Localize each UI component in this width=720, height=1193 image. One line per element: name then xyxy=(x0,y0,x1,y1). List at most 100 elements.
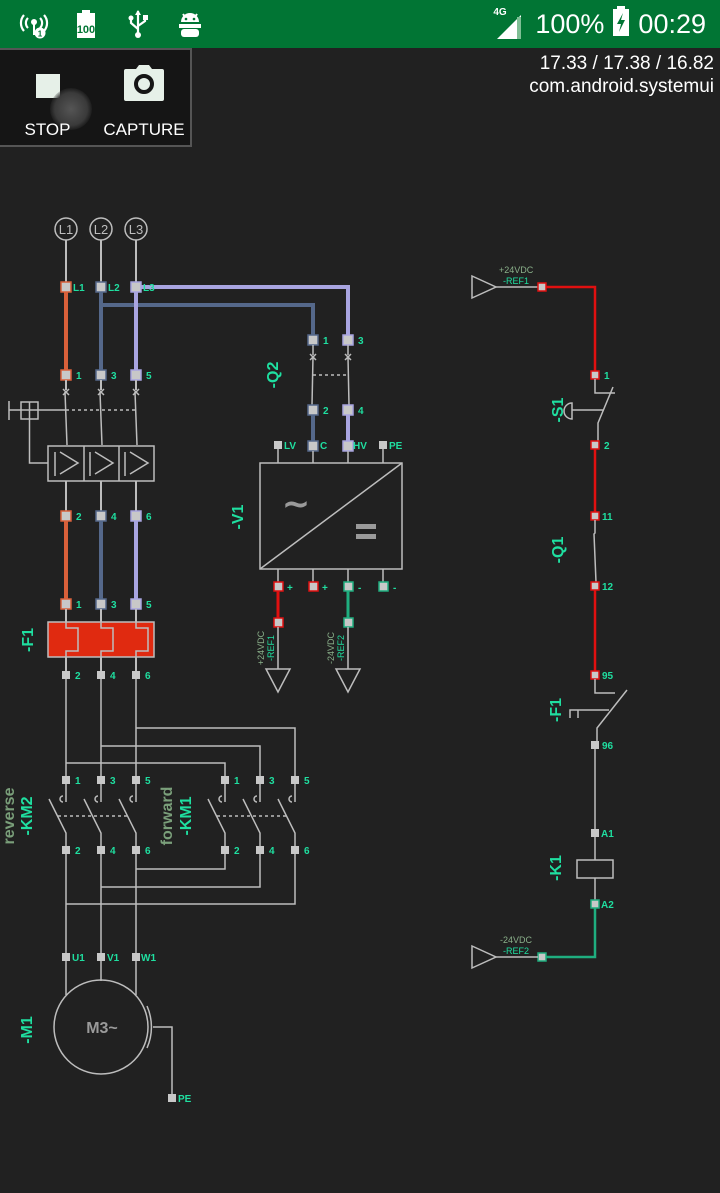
terminal-label: A1 xyxy=(601,829,614,840)
terminal-block xyxy=(307,440,319,452)
terminal-block xyxy=(62,671,70,679)
terminal-label: 1 xyxy=(604,371,610,382)
terminal-block xyxy=(168,1094,176,1102)
terminal-block xyxy=(47,445,155,482)
capture-label: CAPTURE xyxy=(103,120,185,139)
battery-percent: 100% xyxy=(535,8,605,39)
schematic-line xyxy=(62,388,140,396)
terminal-label: 4 xyxy=(111,512,117,523)
wire-l3[interactable] xyxy=(134,285,350,375)
terminal-label: 6 xyxy=(145,671,151,682)
schematic-line xyxy=(569,679,628,742)
k1-designator: -K1 xyxy=(548,855,565,881)
control-circuit[interactable]: +24VDC -REF1 1 2 11 12 95 96 A1 A2 xyxy=(471,265,628,970)
terminal-block xyxy=(62,846,70,854)
terminal-label: 1 xyxy=(76,371,82,382)
stop-button[interactable]: STOP xyxy=(10,50,92,145)
terminal-label: 96 xyxy=(602,741,614,752)
supply-wires xyxy=(65,240,137,287)
schematic-line xyxy=(65,679,137,776)
main-switch-top-terminals: L1 L2 L3 xyxy=(60,281,155,294)
terminal-label: 3 xyxy=(111,600,117,611)
terminal-label: 2 xyxy=(604,441,610,452)
terminal-block xyxy=(132,846,140,854)
terminal-block xyxy=(60,598,72,610)
terminal-block xyxy=(60,510,72,522)
supply-l3[interactable]: L3 xyxy=(124,217,148,241)
schematic-line xyxy=(259,462,403,570)
km1-contactor[interactable]: 1 3 5 2 4 6 xyxy=(207,776,310,857)
schematic-line xyxy=(48,798,137,848)
terminal-block xyxy=(132,953,140,961)
v1-ref2-voltage: -24VDC xyxy=(326,631,336,664)
terminal-block xyxy=(307,404,319,416)
terminal-block xyxy=(342,440,354,452)
terminal-label: V1 xyxy=(107,953,120,964)
main-switch-in-terminals: 1 3 5 xyxy=(60,369,152,382)
terminal-block xyxy=(343,581,354,592)
battery-100-icon: 100 xyxy=(70,8,102,40)
control-f1-designator: -F1 xyxy=(548,698,565,722)
schematic-line xyxy=(593,520,597,583)
km2-contactor[interactable]: 1 3 5 2 4 6 xyxy=(48,776,151,857)
schematic-line xyxy=(546,904,597,959)
terminal-block xyxy=(62,776,70,784)
ac-symbol: ~ xyxy=(282,484,311,524)
terminal-block xyxy=(130,598,142,610)
terminal-label: 3 xyxy=(358,336,364,347)
terminal-label: 2 xyxy=(234,846,240,857)
ref1-voltage: +24VDC xyxy=(499,265,534,275)
supply-l1[interactable]: L1 xyxy=(54,217,78,241)
schematic-line xyxy=(563,402,573,420)
capture-button[interactable]: CAPTURE xyxy=(100,50,188,145)
hotspot-icon: 1 xyxy=(18,8,50,40)
terminal-block xyxy=(130,281,142,293)
terminal-block xyxy=(291,846,299,854)
wire-l2[interactable] xyxy=(99,287,315,375)
supply-l2[interactable]: L2 xyxy=(89,217,113,241)
terminal-block xyxy=(590,511,600,521)
schematic-line xyxy=(572,379,615,445)
terminal-label: 5 xyxy=(146,600,152,611)
v1-power-supply[interactable]: LV C HV PE ~ + + - - xyxy=(259,440,403,694)
schematic-line xyxy=(54,451,150,476)
terminal-block xyxy=(132,671,140,679)
q2-breaker[interactable]: 1 3 2 4 xyxy=(307,334,364,446)
terminal-label: L1 xyxy=(73,283,85,294)
main-circuit-breaker[interactable] xyxy=(8,380,155,516)
terminal-label: 1 xyxy=(76,600,82,611)
svg-text:1: 1 xyxy=(38,30,43,39)
q2-designator: -Q2 xyxy=(265,362,282,389)
schematic-line xyxy=(101,852,261,888)
motor-m1[interactable]: U1 V1 W1 M3~ PE xyxy=(53,953,192,1105)
touch-indicator xyxy=(50,88,92,130)
terminal-block xyxy=(97,776,105,784)
terminal-block xyxy=(97,953,105,961)
contactor-crosswiring[interactable] xyxy=(65,679,296,958)
main-switch-out-terminals: 2 4 6 xyxy=(60,510,152,523)
terminal-block xyxy=(221,776,229,784)
schematic-line xyxy=(65,609,137,622)
terminal-block xyxy=(95,510,107,522)
terminal-label: A2 xyxy=(601,900,614,911)
terminal-block xyxy=(95,369,107,381)
terminal-block xyxy=(60,369,72,381)
terminal-block xyxy=(591,741,599,749)
terminal-block xyxy=(356,534,376,539)
km2-designator: -KM2 xyxy=(19,796,36,835)
terminal-label: HV xyxy=(353,441,367,452)
ref2-name: -REF2 xyxy=(503,946,529,956)
terminal-label: + xyxy=(322,583,328,594)
terminal-label: 95 xyxy=(602,671,614,682)
f1-overload-relay[interactable] xyxy=(47,609,155,675)
schematic-line xyxy=(218,784,296,803)
supply-l1-label: L1 xyxy=(59,222,73,237)
terminal-block xyxy=(590,670,600,680)
terminal-label: 2 xyxy=(75,671,81,682)
terminal-block xyxy=(342,334,354,346)
schematic-line xyxy=(277,449,384,463)
android-debug-icon xyxy=(174,8,206,40)
terminal-label: L2 xyxy=(108,283,120,294)
schematic-line xyxy=(264,668,362,694)
